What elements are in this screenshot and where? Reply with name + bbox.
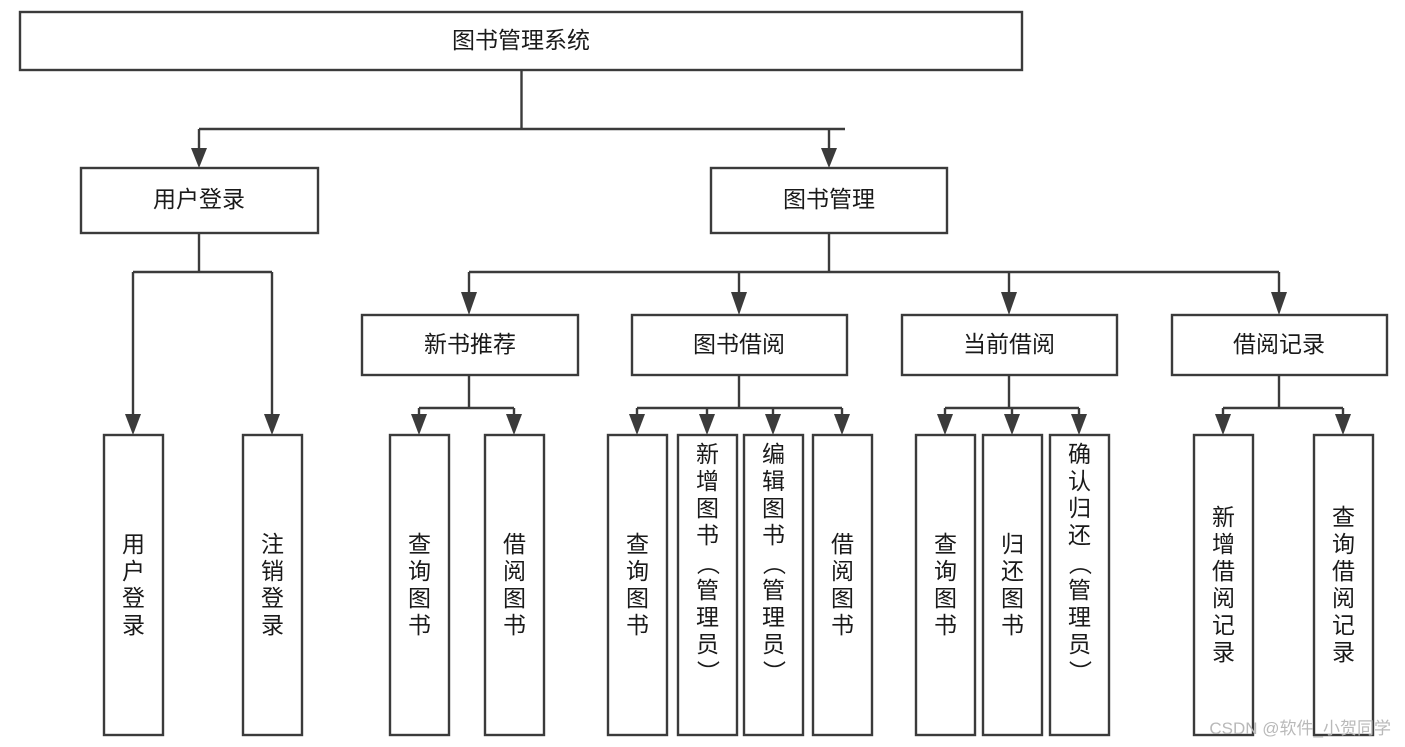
- leaf-box-user-login-0[interactable]: [102, 433, 165, 737]
- leaf-box-book-borrow-2[interactable]: [742, 433, 805, 737]
- node-current-borrow-label: 当前借阅: [963, 331, 1055, 357]
- leaf-box-borrow-record-1[interactable]: [1312, 433, 1375, 737]
- arrow-head-l3-2: [731, 292, 747, 315]
- arrow-head-l3-1: [461, 292, 477, 315]
- leaf-box-borrow-record-0[interactable]: [1192, 433, 1255, 737]
- node-borrow-record-label: 借阅记录: [1233, 331, 1325, 357]
- arrow-head-l3-4: [1271, 292, 1287, 315]
- arrow-head-ul-2: [264, 414, 280, 435]
- arrow-head-bb-2: [699, 414, 715, 435]
- horizontal-label-group: 图书管理系统 用户登录 图书管理 新书推荐 图书借阅 当前借阅 借阅记录: [153, 27, 1325, 357]
- node-borrow-record[interactable]: [1170, 313, 1389, 377]
- arrow-head-bb-4: [834, 414, 850, 435]
- arrow-head-cb-1: [937, 414, 953, 435]
- arrow-head-br-2: [1335, 414, 1351, 435]
- node-root[interactable]: [18, 10, 1024, 72]
- arrow-head-nbr-2: [506, 414, 522, 435]
- leaf-box-book-borrow-3[interactable]: [811, 433, 874, 737]
- leaf-box-book-borrow-1[interactable]: [676, 433, 739, 737]
- node-book-borrow[interactable]: [630, 313, 849, 377]
- leaf-box-new-book-recommend-0[interactable]: [388, 433, 451, 737]
- arrow-head-book-manage: [821, 148, 837, 168]
- leaf-box-current-borrow-1[interactable]: [981, 433, 1044, 737]
- node-book-borrow-label: 图书借阅: [693, 331, 785, 357]
- node-user-login[interactable]: [79, 166, 320, 235]
- node-current-borrow[interactable]: [900, 313, 1119, 377]
- node-book-manage-label: 图书管理: [783, 186, 875, 212]
- arrow-head-cb-2: [1004, 414, 1020, 435]
- arrow-head-ul-1: [125, 414, 141, 435]
- node-user-login-label: 用户登录: [153, 186, 245, 212]
- connector-group: [125, 70, 1351, 435]
- node-box-group: [18, 10, 1389, 737]
- node-root-label: 图书管理系统: [452, 27, 590, 53]
- arrow-head-nbr-1: [411, 414, 427, 435]
- node-book-manage[interactable]: [709, 166, 949, 235]
- arrow-head-bb-3: [765, 414, 781, 435]
- node-new-book-recommend[interactable]: [360, 313, 580, 377]
- leaf-box-user-login-1[interactable]: [241, 433, 304, 737]
- leaf-box-book-borrow-0[interactable]: [606, 433, 669, 737]
- leaf-box-current-borrow-2[interactable]: [1048, 433, 1111, 737]
- arrow-head-br-1: [1215, 414, 1231, 435]
- arrow-head-cb-3: [1071, 414, 1087, 435]
- node-new-book-recommend-label: 新书推荐: [424, 331, 516, 357]
- arrow-head-bb-1: [629, 414, 645, 435]
- arrow-head-l3-3: [1001, 292, 1017, 315]
- leaf-box-current-borrow-0[interactable]: [914, 433, 977, 737]
- leaf-box-new-book-recommend-1[interactable]: [483, 433, 546, 737]
- arrow-head-user-login: [191, 148, 207, 168]
